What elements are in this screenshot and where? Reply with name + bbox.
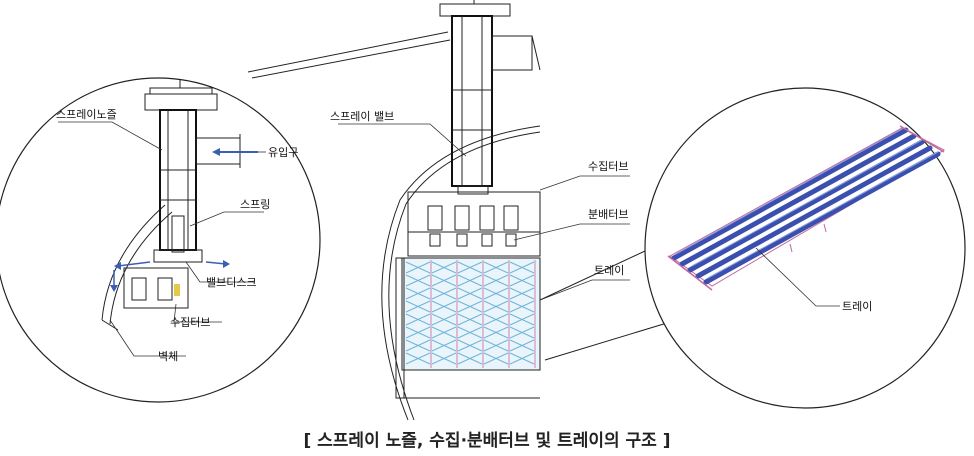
tray-mesh-cell [509, 352, 535, 365]
tray-mesh-cell [483, 300, 509, 313]
label-spray-valve: 스프레이 밸브 [330, 110, 394, 123]
tray-mesh-cell [483, 352, 509, 365]
tray-mesh-cell [509, 261, 535, 274]
tray-mesh-cell [457, 339, 483, 352]
label-collecting-trough-left: 수집터브 [170, 316, 210, 329]
label-wall: 벽체 [158, 350, 178, 363]
tray-mesh-cell [509, 326, 535, 339]
tray-mesh [405, 260, 536, 368]
figure-caption: [ 스프레이 노즐, 수집·분배터브 및 트레이의 구조 ] [303, 431, 670, 451]
label-tray-right: 트레이 [842, 300, 872, 313]
tray-mesh-cell [483, 274, 509, 287]
tray-mesh-cell [431, 313, 457, 326]
tray-mesh-cell [431, 261, 457, 274]
tray-mesh-cell [431, 274, 457, 287]
tray-mesh-cell [509, 287, 535, 300]
tray-mesh-cell [457, 300, 483, 313]
tray-mesh-cell [457, 313, 483, 326]
label-tray-center: 트레이 [594, 264, 624, 277]
tray-mesh-cell [431, 326, 457, 339]
tray-mesh-cell [457, 261, 483, 274]
tray-mesh-cell [405, 339, 431, 352]
tray-mesh-cell [483, 287, 509, 300]
tray-mesh-cell [457, 326, 483, 339]
tray-3d-bars [667, 125, 946, 291]
tray-mesh-cell [405, 274, 431, 287]
tray-mesh-cell [431, 352, 457, 365]
tray-mesh-cell [457, 274, 483, 287]
tray-mesh-cell [405, 261, 431, 274]
tray-mesh-cell [431, 287, 457, 300]
tray-mesh-cell [509, 313, 535, 326]
tray-mesh-cell [509, 274, 535, 287]
tray-mesh-cell [431, 339, 457, 352]
tray-mesh-cell [405, 287, 431, 300]
label-valve-disc: 밸브디스크 [206, 276, 257, 289]
tray-mesh-cell [405, 352, 431, 365]
tray-mesh-cell [483, 261, 509, 274]
tray-mesh-cell [405, 300, 431, 313]
label-spray-nozzle: 스프레이노즐 [56, 108, 117, 121]
tray-mesh-cell [431, 300, 457, 313]
trough-fittings [427, 205, 519, 247]
tray-mesh-cell [483, 339, 509, 352]
tray-mesh-cell [509, 300, 535, 313]
tray-mesh-cell [457, 287, 483, 300]
label-collecting-trough-center: 수집터브 [588, 160, 628, 173]
left-detail-circle: 스프레이노즐 유입구 스프링 밸브디스크 수집터브 벽체 [0, 77, 321, 403]
right-detail-circle: 트레이 [644, 87, 966, 409]
label-distribution-trough: 분배터브 [588, 208, 628, 221]
tray-mesh-cell [483, 326, 509, 339]
tray-mesh-cell [483, 313, 509, 326]
label-inlet: 유입구 [268, 146, 298, 159]
tray-mesh-cell [405, 313, 431, 326]
center-main-drawing: 스프레이 밸브 수집터브 분배터브 트레이 [330, 0, 630, 421]
tray-mesh-cell [457, 352, 483, 365]
tray-mesh-cell [405, 326, 431, 339]
label-spring: 스프링 [240, 198, 270, 211]
tray-mesh-cell [509, 339, 535, 352]
